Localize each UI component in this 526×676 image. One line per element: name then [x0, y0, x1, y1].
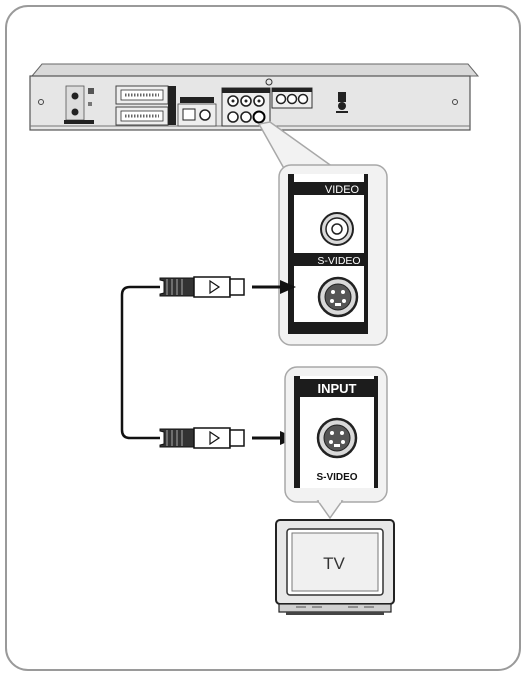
svideo-plug-top	[159, 276, 245, 298]
av-output-block	[221, 78, 313, 127]
digital-audio-jacks	[177, 97, 217, 127]
svideo-cable	[120, 285, 160, 440]
input-label: INPUT	[318, 381, 357, 396]
svideo-out-jack	[252, 110, 266, 124]
tv-callout-pointer	[316, 499, 344, 520]
screw-icon	[38, 99, 44, 105]
tv-label: TV	[323, 554, 345, 573]
video-jack-icon	[320, 212, 354, 246]
svideo-plug-bottom	[159, 427, 245, 449]
screw-icon	[452, 99, 458, 105]
tv-icon: TV	[275, 519, 395, 615]
svideo-in-label: S-VIDEO	[316, 472, 357, 483]
video-label-bar	[294, 182, 368, 195]
video-label: VIDEO	[325, 184, 360, 196]
rf-antenna-jacks	[64, 85, 94, 124]
player-jack-panel: VIDEO S-VIDEO	[278, 164, 388, 346]
tv-input-panel: INPUT S-VIDEO	[284, 366, 388, 503]
fan-icon	[336, 92, 348, 113]
dvd-player-rear-panel	[29, 63, 480, 131]
svideo-out-jack-icon	[317, 276, 359, 318]
outer-frame	[5, 5, 521, 671]
scart-connectors	[115, 85, 176, 126]
svideo-out-label: S-VIDEO	[317, 255, 360, 267]
input-label-bar	[300, 379, 374, 397]
svideo-label-bar	[294, 253, 368, 266]
arrow-to-player	[252, 280, 296, 294]
svideo-in-jack-icon	[316, 417, 358, 459]
